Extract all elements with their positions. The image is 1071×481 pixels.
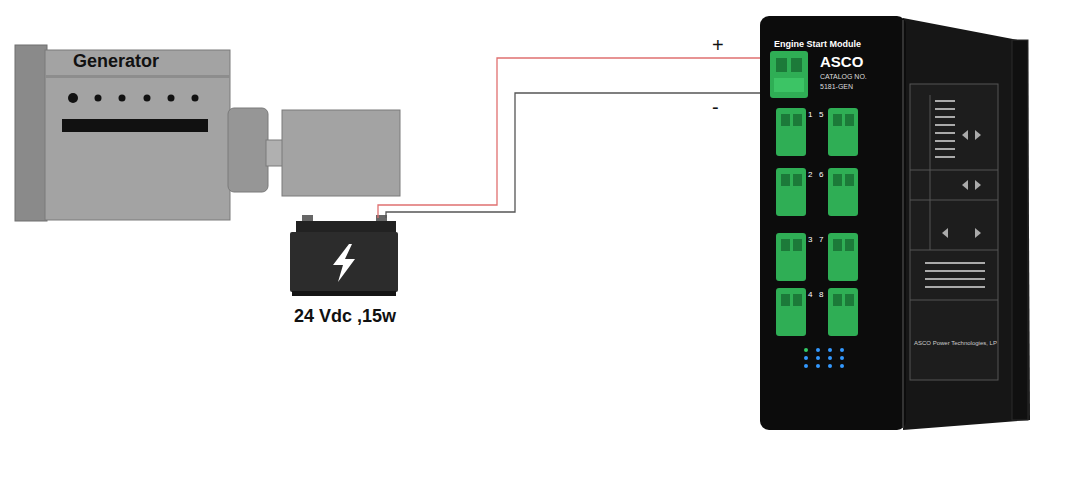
generator-drawing	[15, 45, 400, 221]
generator-box: Generator	[45, 48, 230, 220]
channel-number: 7	[819, 235, 823, 244]
manufacturer-note: ASCO Power Technologies, LP	[914, 340, 997, 347]
engine-start-module-box: Engine Start ModuleASCO CATALOG NO. 5181-G…	[760, 15, 1030, 430]
node-label: 24 Vdc ,15w	[294, 306, 396, 327]
battery-box: 24 Vdc ,15w	[288, 218, 402, 330]
channel-number: 6	[819, 170, 823, 179]
wire	[378, 58, 760, 218]
channel-number: 3	[808, 235, 812, 244]
channel-number: 5	[819, 110, 823, 119]
channel-number: 4	[808, 290, 812, 299]
battery-drawing	[290, 215, 398, 296]
module-title: Engine Start Module	[774, 39, 861, 49]
channel-number: 8	[819, 290, 823, 299]
brand-name: ASCO	[820, 53, 863, 70]
channel-number: 2	[808, 170, 812, 179]
node-label: Generator	[73, 51, 159, 72]
wire	[386, 93, 760, 218]
polarity-label: +	[712, 34, 724, 57]
engine-start-module-drawing	[760, 16, 1030, 430]
channel-number: 1	[808, 110, 812, 119]
catalog-label: CATALOG NO.	[820, 73, 867, 81]
polarity-label: -	[712, 96, 719, 119]
catalog-number: 5181-GEN	[820, 83, 853, 91]
